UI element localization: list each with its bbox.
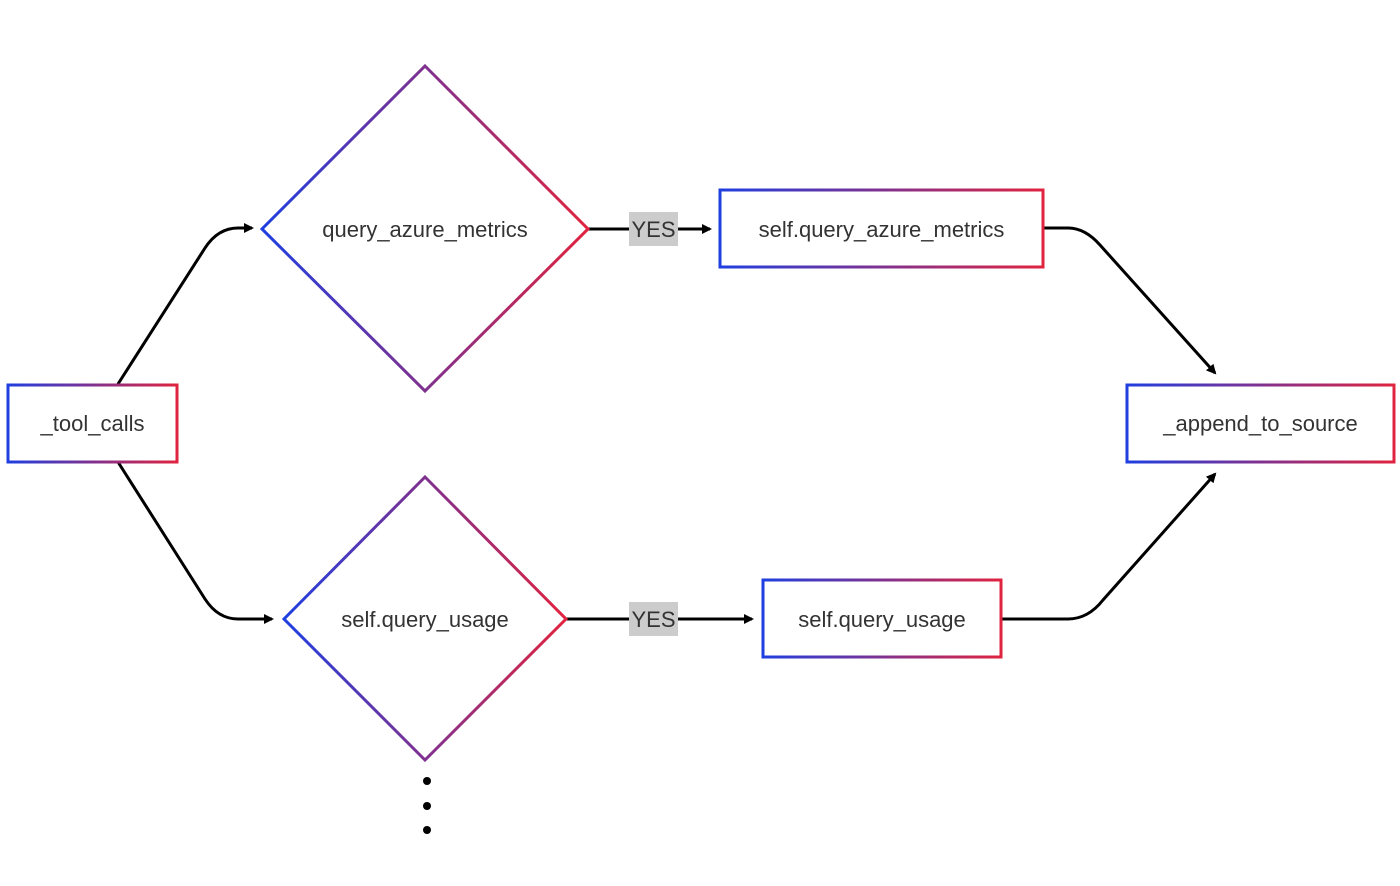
- node-decision-azure-metrics[interactable]: query_azure_metrics: [259, 63, 591, 394]
- node-label: _append_to_source: [1162, 411, 1358, 436]
- decision-diamond: [259, 63, 591, 394]
- node-box: [718, 188, 1045, 269]
- node-decision-usage[interactable]: self.query_usage: [281, 474, 569, 763]
- edge-label-yes-azure: YES: [629, 212, 678, 246]
- continuation-ellipsis: [423, 777, 431, 834]
- node-label: _tool_calls: [40, 411, 145, 436]
- ellipsis-dot: [423, 777, 431, 785]
- node-label: query_azure_metrics: [322, 217, 527, 242]
- edge-label-background: [629, 602, 678, 636]
- edge-tool-calls-to-usage-decision: [116, 461, 274, 624]
- node-box: [1125, 383, 1396, 464]
- edge-label-text: YES: [631, 607, 675, 632]
- edge-label-yes-usage: YES: [629, 602, 678, 636]
- edge-label-background: [629, 212, 678, 246]
- node-label: self.query_usage: [798, 607, 966, 632]
- node-call-usage[interactable]: self.query_usage: [761, 578, 1003, 659]
- node-box: [6, 383, 179, 464]
- node-label: self.query_azure_metrics: [759, 217, 1005, 242]
- node-call-azure-metrics[interactable]: self.query_azure_metrics: [718, 188, 1045, 269]
- ellipsis-dot: [423, 826, 431, 834]
- node-box: [761, 578, 1003, 659]
- node-label: self.query_usage: [341, 607, 509, 632]
- edge-azure-call-to-append: [1043, 226, 1217, 375]
- node-append-to-source[interactable]: _append_to_source: [1125, 383, 1396, 464]
- decision-diamond: [281, 474, 569, 763]
- edge-usage-call-to-append: [1001, 472, 1217, 621]
- ellipsis-dot: [423, 802, 431, 810]
- edge-tool-calls-to-azure-decision: [116, 223, 254, 385]
- node-tool-calls[interactable]: _tool_calls: [6, 383, 179, 464]
- edge-label-text: YES: [631, 217, 675, 242]
